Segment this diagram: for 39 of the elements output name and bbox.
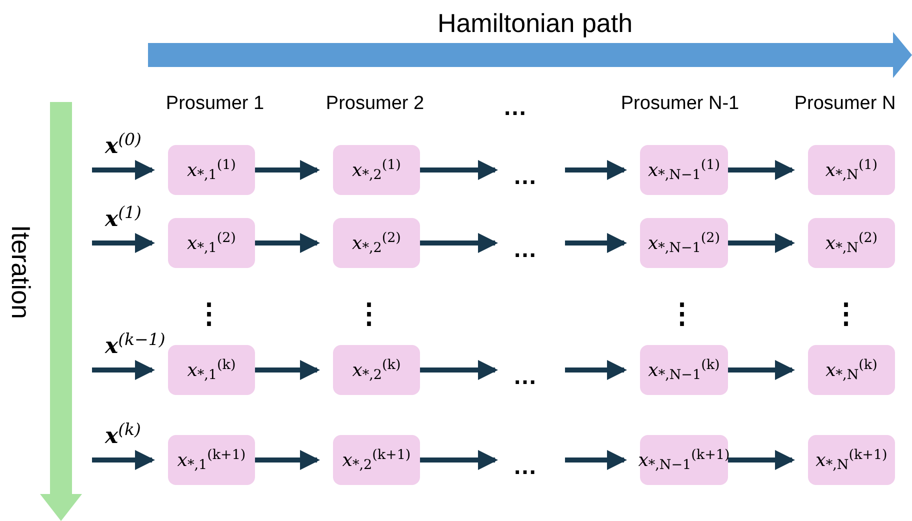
edge-label: x$^{(k)}$: [105, 425, 141, 448]
arrow: [728, 233, 795, 253]
arrow: [255, 450, 320, 470]
arrow: [92, 360, 155, 380]
arrow: [420, 160, 498, 180]
vertical-ellipsis: ⋮: [355, 300, 375, 328]
arrow: [728, 160, 795, 180]
column-header: Prosumer 2: [324, 92, 426, 116]
ellipsis: …: [500, 163, 550, 191]
column-header: Prosumer N-1: [620, 92, 740, 116]
ellipsis: …: [500, 236, 550, 264]
arrow: [565, 450, 627, 470]
edge-label: x$^{(0)}$: [105, 135, 142, 158]
arrow: [565, 360, 627, 380]
axis-title: Iteration: [5, 225, 37, 319]
arrow: [420, 360, 498, 380]
ellipsis: …: [500, 363, 550, 391]
arrow: [255, 360, 320, 380]
arrow: [565, 233, 627, 253]
arrow: [728, 360, 795, 380]
arrow: [420, 450, 498, 470]
arrow: [255, 160, 320, 180]
arrow: [420, 233, 498, 253]
ellipsis: …: [502, 96, 528, 120]
column-header: Prosumer 1: [164, 92, 266, 116]
arrow: [92, 160, 155, 180]
arrow: [255, 233, 320, 253]
edge-label: x$^{(k−1)}$: [105, 335, 166, 358]
ellipsis: …: [500, 453, 550, 481]
vertical-ellipsis: ⋮: [195, 300, 215, 328]
arrow: [92, 450, 155, 470]
axis-title: Hamiltonian path: [436, 7, 634, 40]
vertical-ellipsis: ⋮: [832, 300, 852, 328]
edge-label: x$^{(1)}$: [105, 208, 142, 231]
arrow: [565, 160, 627, 180]
vertical-ellipsis: ⋮: [668, 300, 688, 328]
arrow: [728, 450, 795, 470]
arrow: [92, 233, 155, 253]
column-header: Prosumer N: [793, 92, 897, 116]
